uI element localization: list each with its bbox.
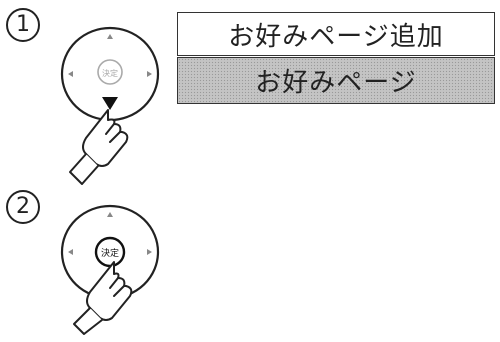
menu-item-favorite-page[interactable]: お好みページ xyxy=(177,57,495,104)
step-2-number-text: 2 xyxy=(16,194,30,219)
pointing-hand-icon xyxy=(69,109,129,185)
enter-button xyxy=(97,59,123,85)
enter-button-label: 決定 xyxy=(102,68,118,78)
dpad-up-arrow-icon xyxy=(107,34,113,39)
dpad-up-arrow-icon xyxy=(107,212,113,217)
remote-dpad-step-1: 決定 xyxy=(60,26,160,185)
menu-item-add-favorite-page-label: お好みページ追加 xyxy=(228,21,444,52)
step-1-number-text: 1 xyxy=(16,12,30,37)
dpad-right-arrow-icon xyxy=(147,249,152,255)
menu-item-add-favorite-page[interactable]: お好みページ追加 xyxy=(177,12,495,56)
dpad-left-arrow-icon xyxy=(68,249,73,255)
dpad-down-arrow-icon xyxy=(102,97,118,110)
menu-item-favorite-page-label: お好みページ xyxy=(255,68,417,98)
dpad-right-arrow-icon xyxy=(147,71,152,77)
remote-dpad-step-2: 決定 xyxy=(60,204,160,335)
step-2-number: 2 xyxy=(6,190,40,224)
step-1-number: 1 xyxy=(6,8,40,42)
enter-button-label: 決定 xyxy=(101,247,119,259)
pointing-hand-icon xyxy=(73,261,133,335)
dpad-left-arrow-icon xyxy=(68,71,73,77)
